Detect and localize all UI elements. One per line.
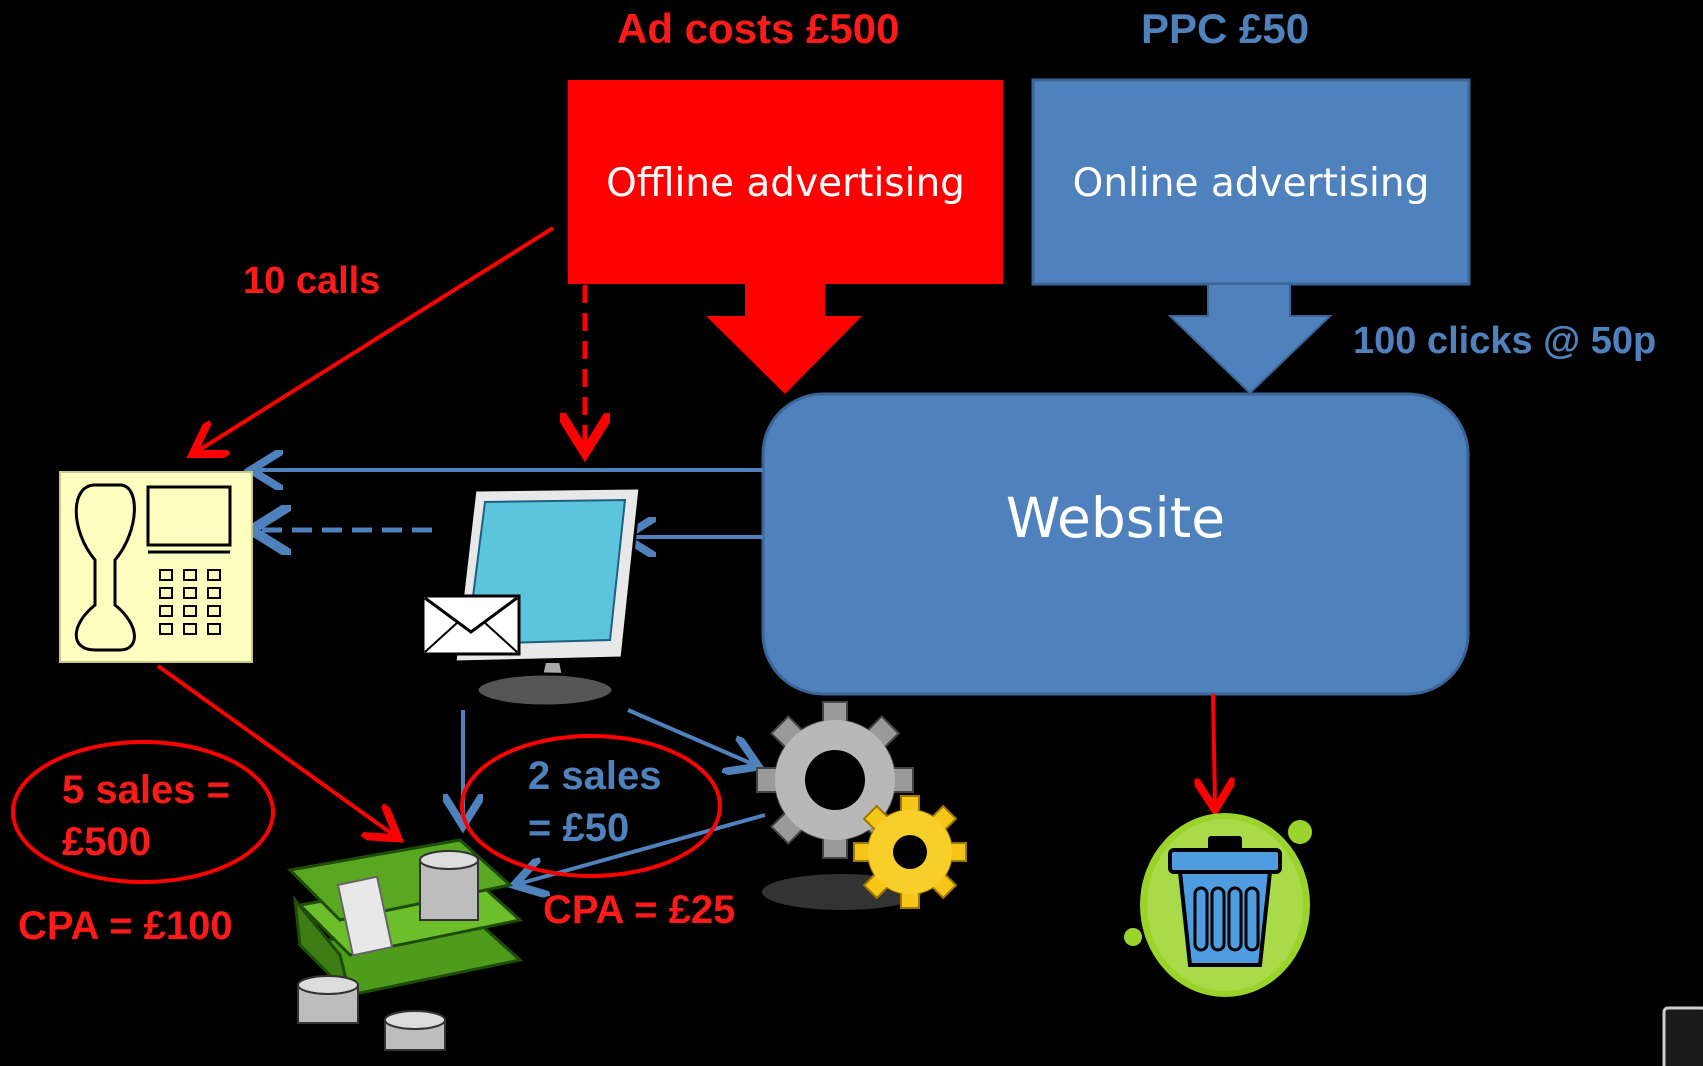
money-icon (286, 838, 524, 1051)
calls-label: 10 calls (243, 260, 381, 302)
offline-block-arrow (706, 284, 862, 394)
arrow-phone-to-money (156, 664, 395, 836)
ppc-label: PPC £50 (1141, 5, 1310, 52)
trash-bin-icon (1124, 813, 1312, 997)
website-box (761, 392, 1470, 696)
website-label: Website (1005, 486, 1226, 550)
offline-sales-label-line1: 5 sales = (62, 768, 230, 812)
gears-icon (756, 701, 967, 910)
offline-advertising-label: Offline advertising (606, 160, 965, 206)
online-sales-label-line2: = £50 (528, 806, 630, 850)
online-block-arrow (1167, 283, 1333, 395)
offline-advertising-box (568, 80, 1003, 284)
cpa-online-label: CPA = £25 (543, 888, 736, 932)
arrow-website-to-trash (1213, 693, 1215, 806)
ad-costs-label: Ad costs £500 (617, 5, 900, 52)
phone-icon (59, 471, 253, 663)
corner-tab (1662, 1006, 1703, 1066)
computer-email-icon (421, 486, 642, 708)
online-sales-ellipse (460, 734, 722, 878)
online-advertising-box (1031, 78, 1471, 286)
arrow-offline-to-phone (196, 226, 555, 452)
arrow-computer-to-gears (627, 708, 755, 765)
offline-sales-ellipse (11, 740, 275, 884)
online-advertising-label: Online advertising (1072, 160, 1430, 206)
online-sales-label-line1: 2 sales (528, 754, 662, 798)
cpa-offline-label: CPA = £100 (18, 904, 233, 948)
offline-sales-label-line2: £500 (62, 820, 151, 864)
clicks-label: 100 clicks @ 50p (1353, 320, 1657, 362)
